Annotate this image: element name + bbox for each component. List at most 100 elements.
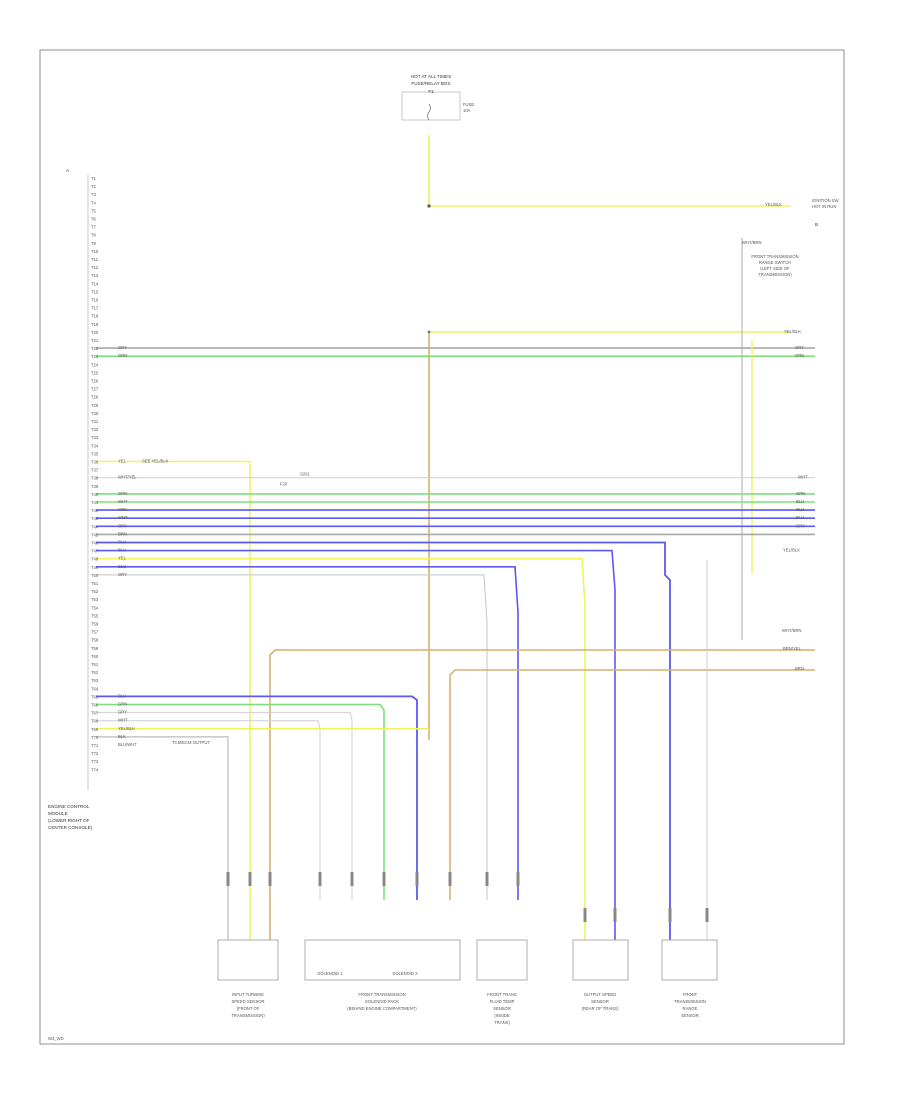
wire-label-right: BRN/YEL [783,646,802,651]
connector-stub [705,908,709,922]
component-title: INPUT TURBINE [232,992,264,997]
wire-black [96,736,229,940]
pin-label: T53 [91,597,99,602]
pin-label: T69 [91,727,99,732]
fuse-value: 10A [463,108,471,113]
pin-label: T64 [91,686,99,691]
pin-label: T32 [91,427,99,432]
pin-label: T6 [91,217,97,222]
wire-label-right: GRN [795,353,804,358]
pin-label: T25 [91,370,99,375]
pin-label: T1 [91,176,97,181]
connector-stub [448,872,452,886]
pin-label: T14 [91,281,99,286]
component-box [661,939,718,981]
pin-label: T73 [91,759,99,764]
wire-label-left: GRY [118,572,127,577]
pin-label: T36 [91,460,99,465]
connector-stub [516,872,520,886]
wire-gray [96,712,353,900]
wire-label-right: GRN [796,491,805,496]
pin-label: T24 [91,362,99,367]
wire-label-left: GRY [118,710,127,715]
module-label-line: CENTER CONSOLE) [48,825,93,830]
pin-label: T10 [91,249,99,254]
component-title: TRANSMISSION) [231,1013,265,1018]
pin-label: T27 [91,387,99,392]
pin-label: T35 [91,451,99,456]
pin-label: T49 [91,565,99,570]
pin-label: T59 [91,646,99,651]
pin-label: T4 [91,200,97,205]
pin-label: T54 [91,605,99,610]
pin-label: T47 [91,549,99,554]
pin-label: T40 [91,492,99,497]
splice-dot [427,204,431,208]
wire-label-right: YEL/BLK [765,202,782,207]
right-component-title: FRONT TRANSMISSION [751,254,798,259]
connector-stub [668,908,672,922]
right-component-note: IGNITION SW [812,198,839,203]
wire-label-right: BLU [796,507,804,512]
wire-label-right: GRY [795,345,804,350]
wire-blue [96,549,616,940]
component-title: FRONT TRANSMISSION [358,992,405,997]
pin-label: T15 [91,289,99,294]
wire-label-left: GRY [118,345,127,350]
pin-label: T28 [91,395,99,400]
inline-note: SEE YEL/BLK [142,459,169,464]
wire-label-left: GRN [118,702,127,707]
pin-label: T22 [91,346,99,351]
module-marker: A [66,168,69,173]
fuse-label: FUSE [463,102,474,107]
component-title: (REAR OF TRANS) [582,1006,619,1011]
connector-stub [248,872,252,886]
pin-label: T30 [91,411,99,416]
solenoid-label-left: SOLENOID 1 [317,971,343,976]
connector-stub [583,908,587,922]
pin-label: T8 [91,233,97,238]
component-title: RANGE [683,1006,698,1011]
right-component-title: (LEFT SIDE OF [760,266,790,271]
pin-label: T51 [91,581,99,586]
connector-stub [226,872,230,886]
pin-label: T9 [91,241,97,246]
wire-label-left: WHT [118,718,128,723]
pin-label: T26 [91,379,99,384]
pin-label: T43 [91,516,99,521]
connector-stub [415,872,419,886]
right-component-note-sub: HOT IN RUN [812,204,836,209]
pin-label: T57 [91,630,99,635]
pin-label: T33 [91,435,99,440]
wire-orange [269,649,815,940]
wire-label-left: YEL/BLK [118,726,135,731]
component-title: (INSIDE [494,1013,510,1018]
pin-label: T13 [91,273,99,278]
fuse-id: F1 [428,89,434,94]
component-box [304,939,461,981]
component-box [572,939,629,981]
pin-label: T16 [91,298,99,303]
wire-blue [96,695,418,900]
component-title: (BEHIND ENGINE COMPARTMENT) [347,1006,417,1011]
wire-label-left: YEL [118,459,127,464]
pin-label: T63 [91,678,99,683]
wire-label-left: BLU/WHT [118,742,137,747]
pin-label: T44 [91,524,99,529]
pin-label: T34 [91,443,99,448]
component-title: FLUID TEMP [490,999,515,1004]
pin-label: T46 [91,541,99,546]
wire-label-left: WHT [118,515,128,520]
component-title: SENSOR [681,1013,699,1018]
wire-label-left: BLU [118,564,126,569]
pin-label: T39 [91,484,99,489]
component-title: TRANS) [494,1020,510,1025]
component-title: FRONT TRANS [487,992,517,997]
connector-stub [613,908,617,922]
pin-label: T50 [91,573,99,578]
component-box [476,939,528,981]
wire-blue [96,541,671,940]
module-label-line: (LOWER RIGHT OF [48,818,90,823]
component-title: OUTPUT SPEED [584,992,617,997]
